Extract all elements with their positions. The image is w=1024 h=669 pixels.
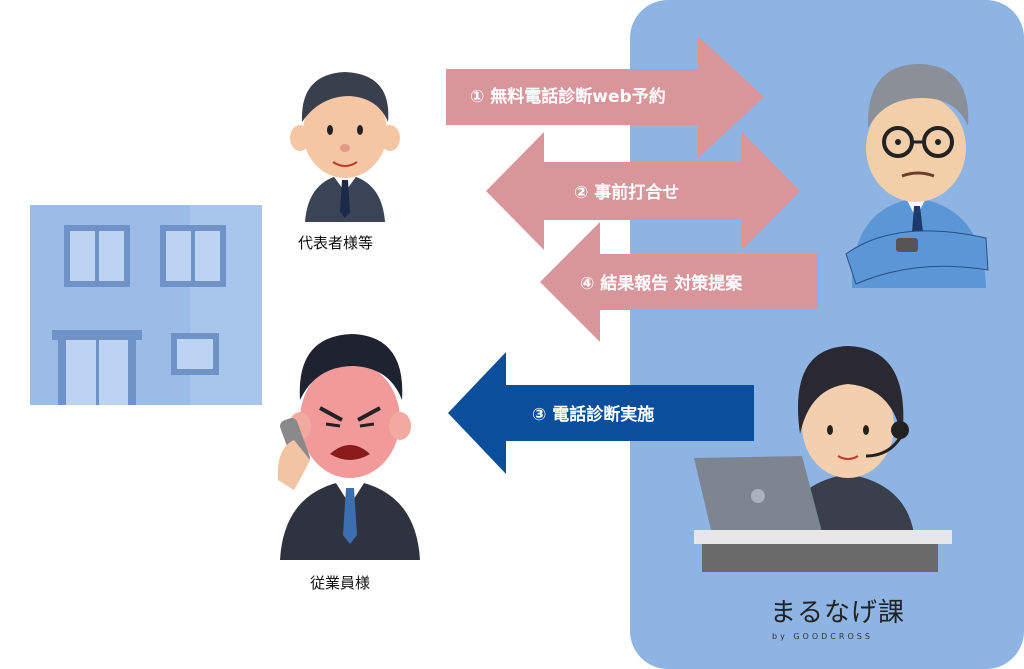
office-building-icon <box>30 205 262 405</box>
arrow-step1 <box>446 36 764 158</box>
arrow-step3-label: ③ 電話診断実施 <box>532 405 655 425</box>
operator-person-icon <box>694 346 952 572</box>
angry-employee-person-icon <box>277 334 420 560</box>
arrow-step4 <box>540 222 818 342</box>
brand-logo: まるなげ課 <box>770 598 906 628</box>
arrow-step3 <box>448 352 754 474</box>
representative-label: 代表者様等 <box>298 234 374 252</box>
arrow-step2 <box>486 132 800 250</box>
arrow-step4-label: ④ 結果報告 対策提案 <box>580 274 743 294</box>
consultant-person-icon <box>845 64 989 288</box>
brand-sub-logo: by GOODCROSS <box>772 632 873 641</box>
representative-person-icon <box>290 72 400 222</box>
arrow-step1-label: ① 無料電話診断web予約 <box>470 87 666 107</box>
employee-label: 従業員様 <box>310 574 371 592</box>
arrow-step2-label: ② 事前打合せ <box>574 183 680 203</box>
